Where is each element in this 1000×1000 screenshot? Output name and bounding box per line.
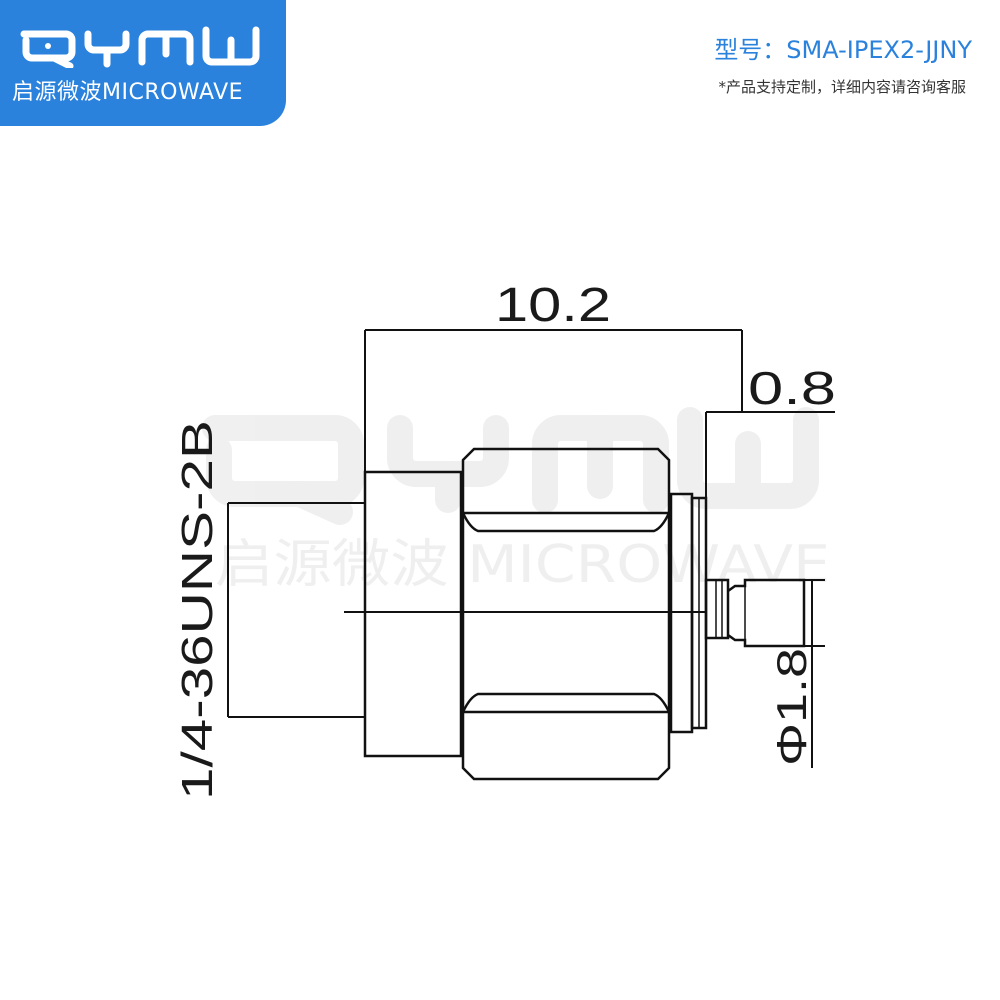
- dimension-overall-length-label: 10.2: [495, 279, 611, 332]
- hex-nut: [461, 447, 671, 781]
- hex-edge-lower: [461, 692, 671, 713]
- pin-base: [704, 578, 730, 640]
- watermark: 启源微波 MICROWAVE: [202, 407, 830, 595]
- dimension-pin-diameter: [804, 579, 825, 768]
- customization-note: *产品支持定制，详细内容请咨询客服: [718, 78, 966, 96]
- threaded-body: [363, 470, 463, 758]
- brand-logo-badge: 启源微波MICROWAVE: [0, 0, 286, 126]
- pin-tip: [727, 578, 806, 648]
- dimension-pin-diameter-label: Φ1.8: [768, 648, 815, 766]
- qymw-logo-icon: [20, 26, 260, 68]
- model-number: 型号：SMA-IPEX2-JJNY: [714, 36, 972, 64]
- dimension-thread: [227, 502, 365, 718]
- dimension-pin-offset-label: 0.8: [748, 362, 836, 414]
- watermark-logo-icon: [202, 407, 819, 525]
- hex-edge-upper: [461, 512, 671, 533]
- dimension-pin-offset: [705, 365, 835, 498]
- brand-subtitle: 启源微波MICROWAVE: [12, 80, 244, 105]
- dimension-thread-label: 1/4-36UNS-2B: [173, 420, 222, 800]
